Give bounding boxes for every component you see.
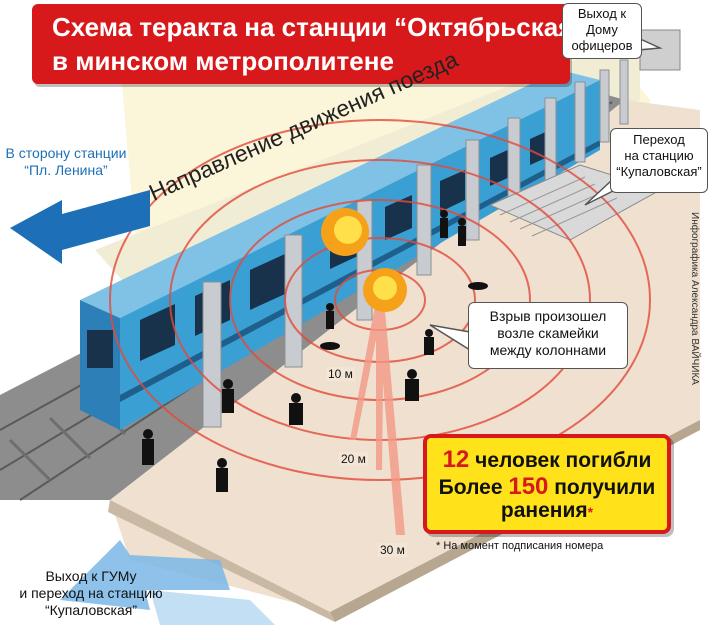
title-line-1: Схема теракта на станции “Октябрьская”	[52, 12, 587, 42]
injured-line: Более 150 получили	[427, 473, 667, 501]
killed-number: 12	[442, 446, 470, 473]
injured-prefix: Более	[438, 476, 503, 499]
title-line-2: в минском метрополитене	[52, 46, 394, 76]
people-silhouettes	[142, 210, 488, 492]
toward-lenina-label: В сторону станции “Пл. Ленина”	[5, 145, 127, 178]
transfer-callout: Переход на станцию “Купаловская”	[610, 128, 708, 193]
platform-edge	[108, 500, 335, 622]
injured-text-2: ранения	[500, 499, 588, 522]
injured-number: 150	[508, 473, 549, 500]
exit-gum-label: Выход к ГУМу и переход на станцию “Купал…	[19, 568, 163, 618]
explosion-callout: Взрыв произошел возле скамейки между кол…	[468, 302, 628, 369]
infographic-credit: Инфографика Александра ВАЙЧИКА	[689, 212, 700, 385]
left-direction-arrow	[10, 190, 150, 264]
escalator-exit	[639, 29, 681, 71]
injured-line-2: ранения*	[427, 499, 667, 523]
exit-arrow	[60, 540, 230, 610]
footnote-star: *	[587, 504, 594, 520]
killed-line: 12 человек погибли	[427, 446, 667, 474]
explosion-flame	[321, 208, 407, 312]
train-front-window	[87, 330, 113, 368]
distance-20m: 20 м	[339, 452, 368, 466]
exit-officers-callout: Выход к Дому офицеров	[562, 3, 642, 59]
title-banner: Схема теракта на станции “Октябрьская” в…	[32, 4, 586, 84]
killed-text: человек погибли	[475, 449, 652, 472]
train-roof	[80, 70, 600, 318]
distance-30m: 30 м	[378, 543, 407, 557]
distance-10m: 10 м	[326, 367, 355, 381]
injured-text: получили	[554, 476, 656, 499]
footnote: * На момент подписания номера	[436, 540, 604, 552]
casualties-box: 12 человек погибли Более 150 получили ра…	[423, 434, 671, 534]
distance-rays	[350, 300, 405, 535]
